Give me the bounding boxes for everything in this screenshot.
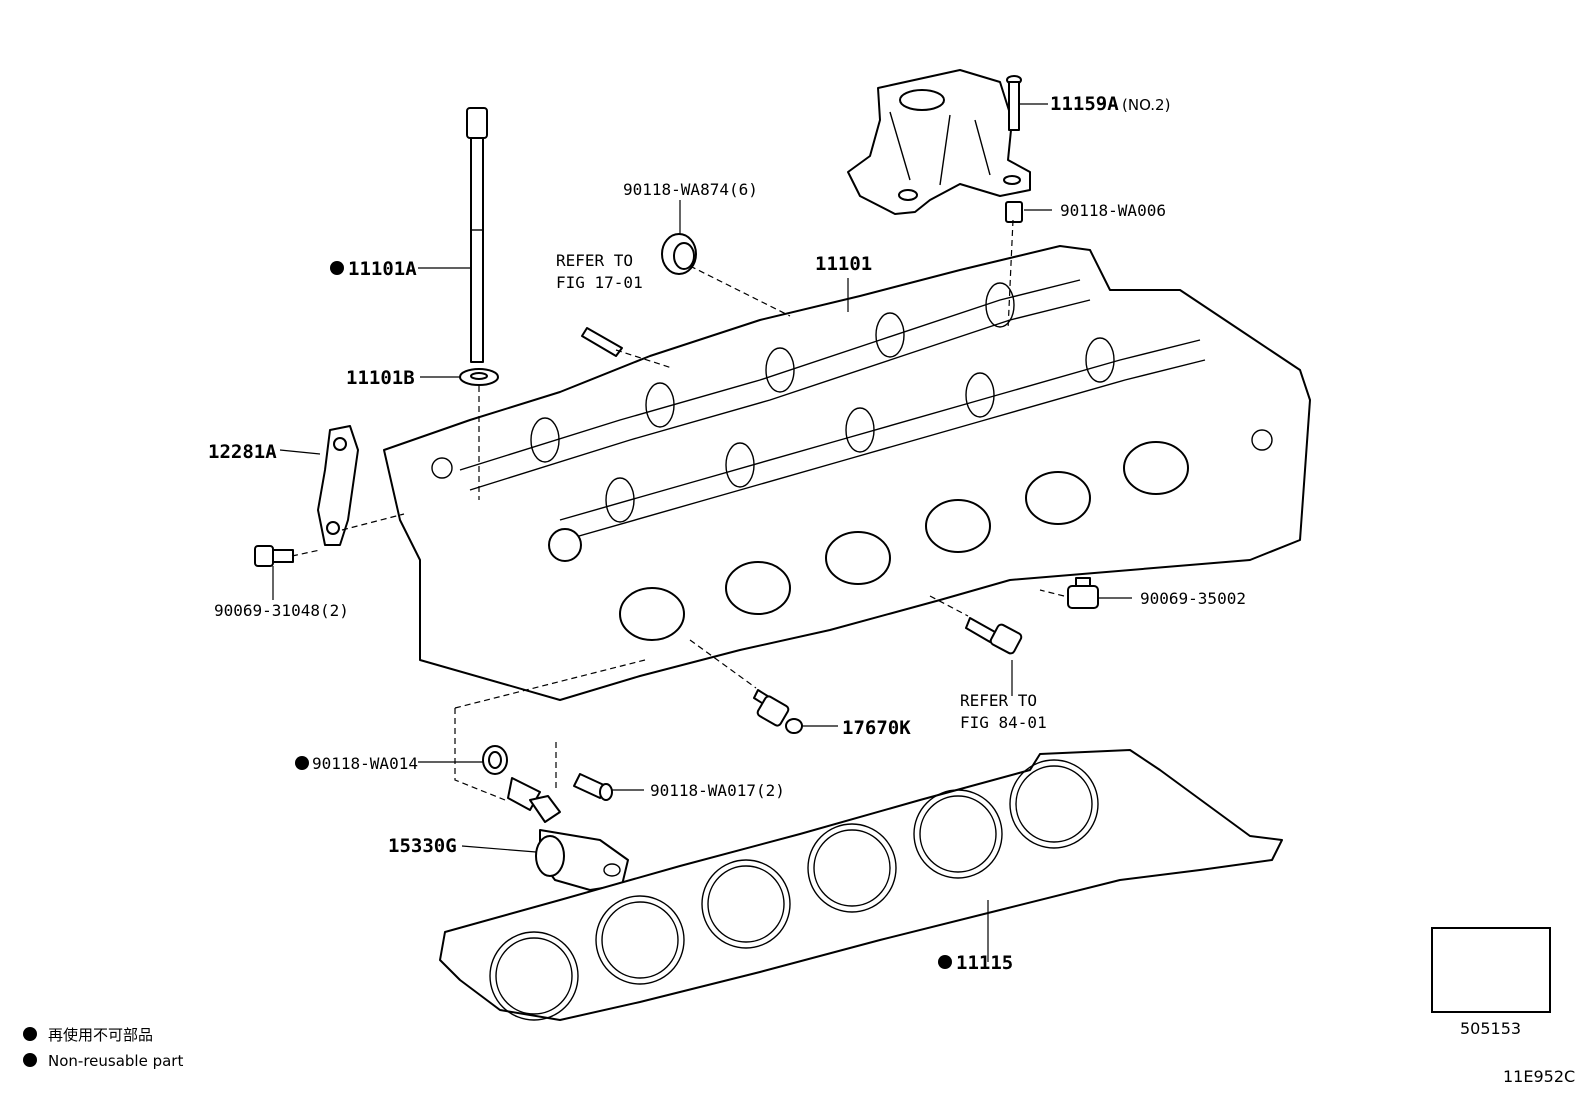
hanger-bracket-12281A bbox=[317, 425, 359, 546]
label-90118-WA006: 90118-WA006 bbox=[1060, 201, 1166, 220]
label-refer-fig-84-01-line2: FIG 84-01 bbox=[960, 713, 1047, 732]
non-reusable-mark-11115 bbox=[938, 955, 952, 969]
o-ring-90118-WA014 bbox=[482, 745, 508, 775]
cylinder-head-11101 bbox=[383, 245, 1311, 701]
reference-box-code: 505153 bbox=[1460, 1019, 1521, 1038]
figure-code: 11E952C bbox=[1503, 1067, 1575, 1086]
oil-control-valve-15330G bbox=[507, 777, 629, 891]
label-90069-31048: 90069-31048(2) bbox=[214, 601, 349, 620]
legend-dot-en bbox=[23, 1053, 37, 1067]
leader-lines bbox=[272, 103, 1132, 962]
non-reusable-mark-11101A bbox=[330, 261, 344, 275]
label-11159A-note: (NO.2) bbox=[1122, 96, 1170, 114]
mount-bolt bbox=[1006, 75, 1022, 131]
assembly-lines bbox=[291, 219, 1065, 801]
plug-90069-35002 bbox=[1067, 577, 1099, 609]
small-pin bbox=[581, 327, 623, 357]
label-11159A: 11159A bbox=[1050, 93, 1119, 115]
reference-box bbox=[1431, 927, 1551, 1013]
non-reusable-mark-90118-WA014 bbox=[295, 756, 309, 770]
engine-mount-bracket bbox=[847, 69, 1031, 215]
label-refer-fig-17-01-line1: REFER TO bbox=[556, 251, 633, 270]
label-11101A: 11101A bbox=[348, 258, 417, 280]
label-12281A: 12281A bbox=[208, 441, 277, 463]
dowel-pin-90118-WA006 bbox=[1005, 201, 1023, 223]
bolt-90069-31048 bbox=[254, 545, 294, 567]
label-90118-WA017: 90118-WA017(2) bbox=[650, 781, 785, 800]
label-15330G: 15330G bbox=[388, 835, 457, 857]
plug-17670K bbox=[753, 689, 803, 734]
legend: 再使用不可部品 Non-reusable part bbox=[23, 1026, 183, 1070]
washer-11101B bbox=[459, 368, 499, 386]
label-90069-35002: 90069-35002 bbox=[1140, 589, 1246, 608]
label-refer-fig-84-01-line1: REFER TO bbox=[960, 691, 1037, 710]
temperature-sensor bbox=[965, 617, 1023, 655]
bolt-90118-WA017 bbox=[573, 773, 613, 801]
cam-seal-ring bbox=[661, 233, 697, 275]
label-11101B: 11101B bbox=[346, 367, 415, 389]
label-11115: 11115 bbox=[956, 952, 1013, 974]
head-bolt-11101A bbox=[466, 107, 488, 363]
label-90118-WA874: 90118-WA874(6) bbox=[623, 180, 758, 199]
label-refer-fig-17-01-line2: FIG 17-01 bbox=[556, 273, 643, 292]
legend-text-en: Non-reusable part bbox=[48, 1052, 183, 1070]
label-17670K: 17670K bbox=[842, 717, 911, 739]
label-90118-WA014: 90118-WA014 bbox=[312, 754, 418, 773]
legend-text-jp: 再使用不可部品 bbox=[48, 1026, 153, 1044]
head-gasket-11115 bbox=[439, 749, 1283, 1021]
legend-dot-jp bbox=[23, 1027, 37, 1041]
label-11101: 11101 bbox=[815, 253, 872, 275]
